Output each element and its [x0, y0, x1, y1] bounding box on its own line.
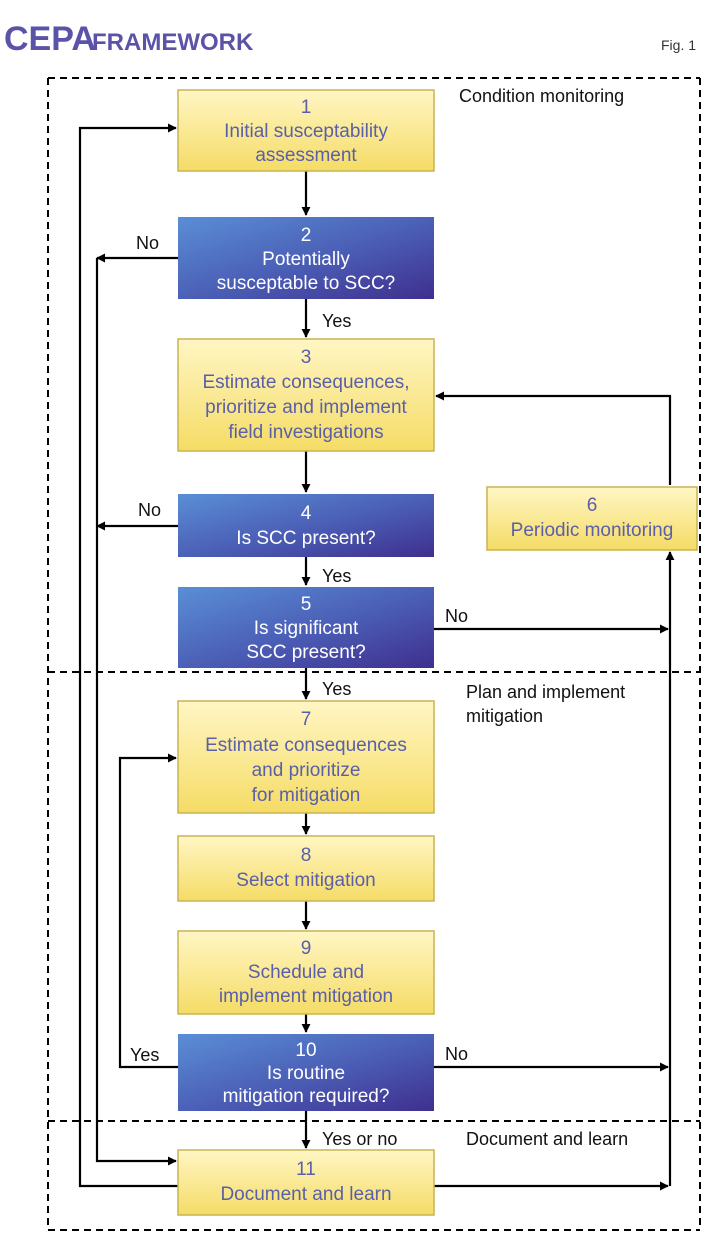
title-cepa: CEPA: [4, 20, 96, 58]
node-10-routine-mitigation: 10 Is routine mitigation required?: [178, 1034, 434, 1111]
node-7-line1: Estimate consequences: [205, 735, 407, 756]
edge-label-no-5: No: [445, 606, 468, 626]
node-3-line3: field investigations: [228, 422, 383, 443]
node-2-potentially-susceptible: 2 Potentially susceptable to SCC?: [178, 217, 434, 299]
node-2-line2: susceptable to SCC?: [217, 273, 396, 294]
node-7-estimate-prioritize: 7 Estimate consequences and prioritize f…: [177, 700, 435, 814]
node-6-line1: Periodic monitoring: [511, 520, 674, 541]
edge-label-no-2: No: [136, 233, 159, 253]
node-5-is-significant-scc: 5 Is significant SCC present?: [178, 587, 434, 668]
node-4-number: 4: [301, 503, 312, 524]
node-6-number: 6: [587, 495, 598, 516]
edge-label-yes-or-no: Yes or no: [322, 1129, 397, 1149]
section-plan-line1: Plan and implement: [466, 682, 625, 702]
node-11-line1: Document and learn: [220, 1184, 391, 1205]
node-9-schedule-implement: 9 Schedule and implement mitigation: [177, 930, 435, 1015]
section-condition-monitoring: Condition monitoring: [459, 86, 624, 106]
edge-label-no-4: No: [138, 500, 161, 520]
node-9-line2: implement mitigation: [219, 986, 393, 1007]
node-8-number: 8: [301, 845, 312, 866]
node-10-line1: Is routine: [267, 1063, 345, 1084]
node-3-estimate-consequences: 3 Estimate consequences, prioritize and …: [177, 338, 435, 452]
node-1-initial-assessment: 1 Initial susceptability assessment: [177, 89, 435, 172]
node-7-line2: and prioritize: [252, 760, 361, 781]
node-11-number: 11: [296, 1159, 316, 1180]
node-4-line1: Is SCC present?: [236, 528, 375, 549]
node-8-select-mitigation: 8 Select mitigation: [177, 835, 435, 902]
node-5-number: 5: [301, 594, 312, 615]
node-8-line1: Select mitigation: [236, 870, 375, 891]
connectors: [78, 123, 675, 1191]
section-plan-line2: mitigation: [466, 706, 543, 726]
node-2-line1: Potentially: [262, 249, 350, 270]
node-3-line2: prioritize and implement: [205, 397, 407, 418]
node-2-number: 2: [301, 225, 312, 246]
node-9-number: 9: [301, 938, 312, 959]
title-framework: FRAMEWORK: [92, 29, 254, 56]
node-4-is-scc-present: 4 Is SCC present?: [178, 494, 434, 557]
node-1-number: 1: [301, 97, 312, 118]
node-7-number: 7: [301, 709, 312, 730]
edge-label-yes-10: Yes: [130, 1045, 159, 1065]
node-5-line1: Is significant: [254, 618, 359, 639]
edge-label-no-10: No: [445, 1044, 468, 1064]
edge-label-yes-2: Yes: [322, 311, 351, 331]
node-10-line2: mitigation required?: [223, 1086, 390, 1107]
node-10-number: 10: [295, 1040, 316, 1061]
node-3-line1: Estimate consequences,: [202, 372, 409, 393]
node-1-line1: Initial susceptability: [224, 121, 388, 142]
node-11-document-learn: 11 Document and learn: [177, 1149, 435, 1216]
node-5-line2: SCC present?: [246, 642, 365, 663]
section-frames: [47, 77, 701, 1231]
section-document-learn: Document and learn: [466, 1129, 628, 1149]
node-1-line2: assessment: [255, 145, 357, 166]
node-9-line1: Schedule and: [248, 962, 364, 983]
node-3-number: 3: [301, 347, 312, 368]
node-7-line3: for mitigation: [252, 785, 361, 806]
edge-label-yes-5: Yes: [322, 679, 351, 699]
fig-label: Fig. 1: [661, 37, 696, 53]
node-6-periodic-monitoring: 6 Periodic monitoring: [486, 486, 698, 551]
edge-label-yes-4: Yes: [322, 566, 351, 586]
